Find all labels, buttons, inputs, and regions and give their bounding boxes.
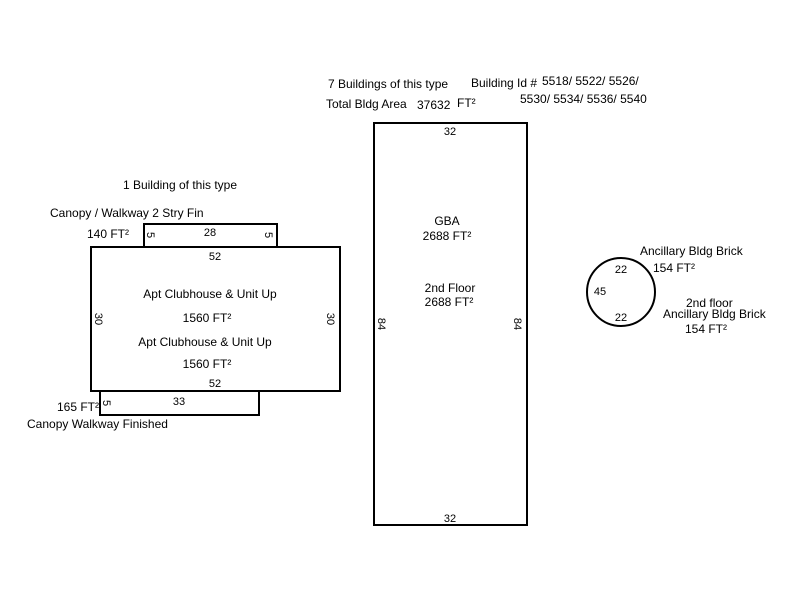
ancillary-dim-top: 22 bbox=[615, 264, 627, 276]
bottom-canopy-dim-left: 5 bbox=[100, 400, 112, 406]
clubhouse-dim-top: 52 bbox=[209, 251, 221, 263]
top-canopy-dim-right: 5 bbox=[262, 232, 274, 238]
bottom-canopy-area: 165 FT² bbox=[57, 400, 99, 414]
bottom-canopy-name: Canopy Walkway Finished bbox=[27, 417, 168, 431]
total-area-value: 37632 bbox=[417, 98, 451, 112]
ancillary-area-1: 154 FT² bbox=[653, 261, 695, 275]
top-canopy-dim-top: 28 bbox=[204, 227, 216, 239]
building-id-label: Building Id # bbox=[471, 76, 537, 90]
gba-dim-left: 84 bbox=[375, 318, 387, 330]
gba-label: GBA bbox=[434, 214, 459, 228]
bottom-canopy-dim-top: 33 bbox=[173, 396, 185, 408]
clubhouse-dim-bottom: 52 bbox=[209, 378, 221, 390]
clubhouse-area-1: 1560 FT² bbox=[183, 311, 232, 325]
gba-dim-right: 84 bbox=[511, 318, 523, 330]
center-building-count: 7 Buildings of this type bbox=[328, 77, 448, 91]
building-ids-line-1: 5518/ 5522/ 5526/ bbox=[542, 74, 639, 88]
ancillary-name-2: Ancillary Bldg Brick bbox=[663, 307, 767, 321]
clubhouse-name-1: Apt Clubhouse & Unit Up bbox=[143, 287, 277, 301]
top-canopy-name: Canopy / Walkway 2 Stry Fin bbox=[50, 206, 204, 220]
floor2-area: 2688 FT² bbox=[425, 295, 474, 309]
ancillary-floor-label: 2nd floor bbox=[686, 296, 733, 310]
gba-dim-top: 32 bbox=[444, 126, 456, 138]
bottom-canopy-shape[interactable] bbox=[99, 390, 260, 416]
total-area-label: Total Bldg Area bbox=[326, 97, 407, 111]
ancillary-dim-left: 45 bbox=[594, 286, 606, 298]
ancillary-area-2: 154 FT² bbox=[685, 322, 727, 336]
clubhouse-name-2: Apt Clubhouse & Unit Up bbox=[138, 335, 272, 349]
clubhouse-dim-left: 30 bbox=[92, 313, 104, 325]
top-canopy-dim-left: 5 bbox=[144, 232, 156, 238]
ancillary-name-1: Ancillary Bldg Brick bbox=[640, 244, 744, 258]
clubhouse-dim-right: 30 bbox=[324, 313, 336, 325]
left-building-count: 1 Building of this type bbox=[123, 178, 237, 192]
ancillary-building-shape[interactable] bbox=[586, 257, 656, 327]
gba-dim-bottom: 32 bbox=[444, 513, 456, 525]
gba-building-shape[interactable] bbox=[373, 122, 528, 526]
clubhouse-area-2: 1560 FT² bbox=[183, 357, 232, 371]
total-area-unit: FT² bbox=[457, 96, 476, 110]
gba-area: 2688 FT² bbox=[423, 229, 472, 243]
ancillary-dim-bottom: 22 bbox=[615, 312, 627, 324]
building-ids-line-2: 5530/ 5534/ 5536/ 5540 bbox=[520, 92, 647, 106]
floor2-label: 2nd Floor bbox=[425, 281, 476, 295]
top-canopy-area: 140 FT² bbox=[87, 227, 129, 241]
